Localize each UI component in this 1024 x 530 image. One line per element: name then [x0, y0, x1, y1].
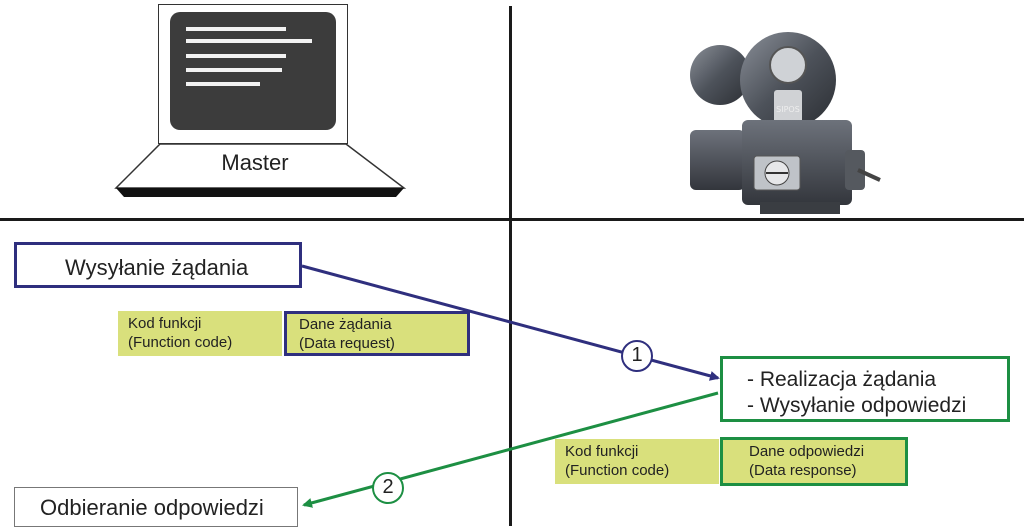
master-label: Master	[221, 150, 289, 175]
master-laptop-icon: Master	[0, 0, 420, 205]
function-code-sublabel: (Function code)	[128, 334, 233, 351]
response-data-label: Dane odpowiedzi	[749, 443, 865, 460]
screen-text-line	[186, 82, 260, 86]
screen-text-line	[186, 54, 286, 58]
horizontal-divider	[0, 218, 1024, 221]
device-brand: SIPOS	[776, 105, 800, 114]
process-line-2: - Wysyłanie odpowiedzi	[747, 394, 967, 417]
function-code-label: Kod funkcji	[128, 315, 202, 332]
receive-response-label: Odbieranie odpowiedzi	[40, 495, 264, 520]
laptop-screen	[170, 12, 336, 130]
response-data-cell: Dane odpowiedzi (Data response)	[720, 437, 908, 486]
send-request-box: Wysyłanie żądania	[14, 242, 302, 288]
screen-text-line	[186, 27, 286, 31]
send-request-label: Wysyłanie żądania	[65, 255, 249, 280]
process-line-1: - Realizacja żądania	[747, 368, 937, 391]
response-function-code-cell: Kod funkcji (Function code)	[555, 439, 719, 484]
laptop-base-icon	[114, 143, 407, 197]
request-data-cell: Dane żądania (Data request)	[284, 311, 470, 356]
request-data-sublabel: (Data request)	[299, 335, 395, 352]
response-data-sublabel: (Data response)	[749, 462, 857, 479]
request-function-code-cell: Kod funkcji (Function code)	[118, 311, 282, 356]
screen-text-line	[186, 39, 312, 43]
request-data-label: Dane żądania	[299, 316, 392, 333]
screen-text-line	[186, 68, 282, 72]
function-code-label: Kod funkcji	[565, 443, 639, 460]
vertical-divider	[509, 6, 512, 526]
actuator-device-icon: SIPOS	[690, 32, 881, 214]
receive-response-box: Odbieranie odpowiedzi	[14, 487, 298, 527]
step-2-badge: 2	[372, 472, 404, 504]
step-1-badge: 1	[621, 340, 653, 372]
process-request-box: - Realizacja żądania - Wysyłanie odpowie…	[720, 356, 1010, 422]
function-code-sublabel: (Function code)	[565, 462, 670, 479]
